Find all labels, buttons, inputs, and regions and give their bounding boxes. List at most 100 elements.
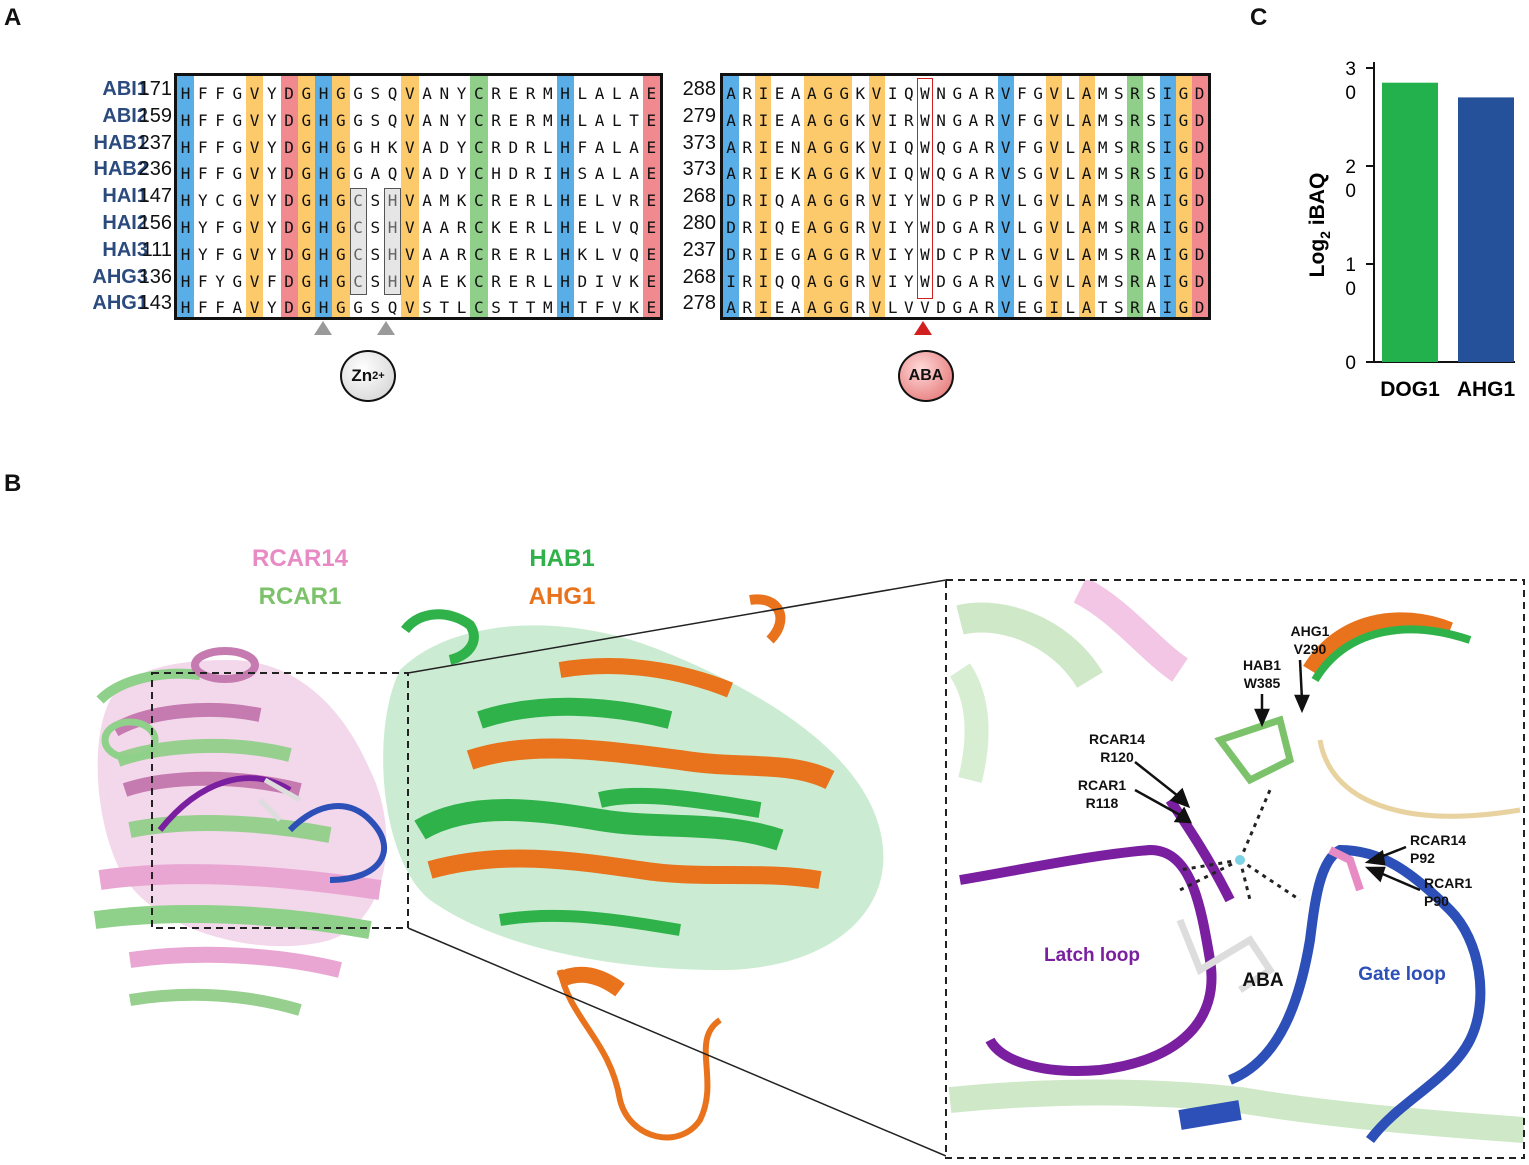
x-label-dog1: DOG1 <box>1380 378 1440 401</box>
panel-label-b: B <box>4 470 22 497</box>
right-start-number-1: 279 <box>682 104 716 127</box>
label-rcar14-r120-line1: RCAR14 <box>1089 731 1145 747</box>
conserved-column <box>177 76 195 317</box>
conserved-column <box>1191 76 1208 317</box>
conserved-column <box>723 76 740 317</box>
left-start-number-2: 237 <box>138 131 172 154</box>
y-tick-label: 2 <box>1345 157 1356 178</box>
left-start-number-6: 111 <box>141 238 172 261</box>
protein-name-3: HAB2 <box>93 158 148 181</box>
right-start-number-6: 237 <box>682 238 716 261</box>
y-tick-label-2: 0 <box>1345 181 1356 202</box>
protein-name-2: HAB1 <box>93 131 148 154</box>
label-rcar1-r118-line2: R118 <box>1086 795 1119 811</box>
zoom-region-box <box>151 672 409 929</box>
label-ahg1-v290-line1: AHG1 <box>1291 623 1330 639</box>
conserved-column <box>1046 76 1063 317</box>
aba-label: ABA <box>908 367 944 384</box>
protein-name-5: HAI2 <box>102 211 148 234</box>
conserved-column <box>997 76 1014 317</box>
structure-figure: RCAR14 RCAR1 HAB1 AHG1 <box>93 545 1525 1159</box>
zn-site-marker-2 <box>377 321 395 335</box>
conserved-column <box>1159 76 1176 317</box>
conserved-column <box>556 76 574 317</box>
label-rcar1: RCAR1 <box>259 583 342 610</box>
panel-label-c: C <box>1250 4 1268 31</box>
conserved-column <box>755 76 772 317</box>
zinc-charge: 2+ <box>372 370 385 382</box>
conserved-column <box>280 76 298 317</box>
conserved-column <box>803 76 820 317</box>
left-start-number-1: 159 <box>138 104 172 127</box>
conserved-column <box>836 76 853 317</box>
zoom-inset <box>946 580 1524 1158</box>
label-gate-loop: Gate loop <box>1358 964 1446 985</box>
right-start-number-5: 280 <box>682 211 716 234</box>
zoom-connector-bottom <box>407 927 947 1157</box>
label-rcar14-p92-line1: RCAR14 <box>1410 832 1466 848</box>
conserved-column <box>1127 76 1144 317</box>
y-tick-label-2: 0 <box>1345 83 1356 104</box>
label-rcar14-r120-line2: R120 <box>1100 749 1134 765</box>
y-tick-label-2: 0 <box>1345 279 1356 300</box>
protein-name-7: AHG3 <box>92 265 148 288</box>
right-start-number-2: 373 <box>682 131 716 154</box>
left-start-number-4: 147 <box>138 185 172 208</box>
zn-site-marker-1 <box>314 321 332 335</box>
label-rcar1-r118-line1: RCAR1 <box>1078 777 1126 793</box>
aba-badge: ABA <box>898 350 954 402</box>
label-ahg1-v290-line2: V290 <box>1294 641 1327 657</box>
protein-name-6: HAI3 <box>102 238 148 261</box>
label-hab1: HAB1 <box>529 545 594 572</box>
conserved-column <box>332 76 350 317</box>
conserved-column <box>820 76 837 317</box>
aba-site-marker <box>914 321 932 335</box>
conserved-column <box>315 76 333 317</box>
y-tick-label: 3 <box>1345 59 1356 80</box>
zoom-inset-frame <box>945 579 1525 1159</box>
left-start-number-8: 143 <box>138 292 172 315</box>
rcar-receptor-cartoon <box>93 647 388 1016</box>
conserved-column <box>1175 76 1192 317</box>
conserved-column <box>1078 76 1095 317</box>
bar-ahg1 <box>1458 97 1514 363</box>
protein-name-8: AHG1 <box>92 292 148 315</box>
label-rcar14-p92-line2: P92 <box>1410 850 1435 866</box>
conserved-column <box>868 76 885 317</box>
panel-label-a: A <box>4 4 22 31</box>
label-rcar1-p90-line2: P90 <box>1424 893 1449 909</box>
zinc-label: Zn <box>351 366 373 385</box>
protein-name-1: ABI2 <box>102 104 148 127</box>
right-start-number-8: 278 <box>682 292 716 315</box>
y-axis-title: Log2 iBAQ <box>1306 173 1333 278</box>
zn-binding-residue-box <box>349 188 367 296</box>
label-rcar14: RCAR14 <box>252 545 349 572</box>
protein-name-4: HAI1 <box>102 185 148 208</box>
left-start-number-0: 171 <box>138 78 172 100</box>
pp2c-phosphatase-cartoon <box>383 594 884 1141</box>
zoom-connector-top <box>407 579 947 674</box>
y-tick-label: 0 <box>1345 353 1356 374</box>
right-start-number-7: 268 <box>682 265 716 288</box>
conserved-column <box>246 76 264 317</box>
